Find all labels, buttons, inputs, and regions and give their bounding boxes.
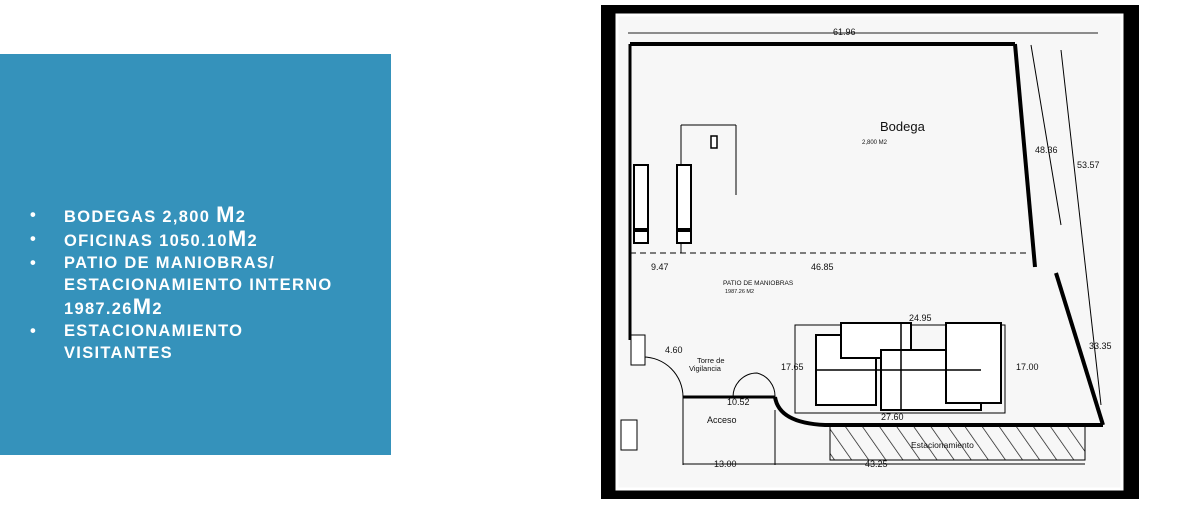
walls (628, 42, 1105, 465)
office-block (794, 322, 1006, 414)
dim-bottom-left: 13.00 (714, 459, 737, 469)
dim-access: 10.52 (727, 397, 750, 407)
bullet-visitantes: ESTACIONAMIENTO VISITANTES (30, 320, 344, 364)
bodega-label: Bodega (880, 119, 926, 134)
patio-label: PATIO DE MANIOBRAS (723, 280, 794, 287)
unit: M (216, 202, 236, 227)
bullet-text: PATIO DE MANIOBRAS/ ESTACIONAMIENTO INTE… (64, 254, 333, 318)
dim-bottom-right: 43.25 (865, 459, 888, 469)
torre-label-2: Vigilancia (689, 364, 722, 373)
patio-area: 1987.26 M2 (725, 289, 754, 295)
dim-patio-right: 46.85 (811, 262, 834, 272)
torre-label: Torre de (697, 356, 725, 365)
bullet-bodegas: BODEGAS 2,800 M2 (30, 204, 344, 228)
floor-plan-drawing: 61.96 Bodega 2,800 M2 48.36 53.57 9.47 4… (615, 13, 1124, 491)
dim-patio-left: 9.47 (651, 262, 669, 272)
info-panel: BODEGAS 2,800 M2 OFICINAS 1050.10M2 PATI… (0, 54, 391, 455)
dim-office-left: 17.65 (781, 362, 804, 372)
unit-exp: 2 (152, 300, 163, 318)
plan-sheet (615, 13, 1124, 491)
area-list: BODEGAS 2,800 M2 OFICINAS 1050.10M2 PATI… (30, 204, 344, 364)
acceso-label: Acceso (707, 415, 737, 425)
dim-gate: 4.60 (665, 345, 683, 355)
unit: M (227, 226, 248, 251)
bullet-text: ESTACIONAMIENTO VISITANTES (64, 322, 244, 362)
dim-right-outer: 53.57 (1077, 160, 1100, 170)
unit-exp: 2 (247, 232, 258, 250)
dim-office-top: 24.95 (909, 313, 932, 323)
bullet-oficinas: OFICINAS 1050.10M2 (30, 228, 344, 252)
dim-right-lower: 33.35 (1089, 341, 1112, 351)
guard-box (620, 419, 638, 451)
dim-top: 61.96 (833, 27, 856, 37)
parking-area (829, 425, 1086, 461)
truck-icons (633, 135, 718, 244)
dim-office-bottom: 27.60 (881, 412, 904, 422)
bodega-area: 2,800 M2 (862, 140, 888, 146)
bullet-patio: PATIO DE MANIOBRAS/ ESTACIONAMIENTO INTE… (30, 252, 344, 320)
floor-plan: 61.96 Bodega 2,800 M2 48.36 53.57 9.47 4… (601, 5, 1139, 499)
bullet-text: BODEGAS 2,800 (64, 208, 217, 226)
estacionamiento-label: Estacionamiento (911, 440, 974, 450)
unit-exp: 2 (235, 208, 247, 226)
dim-right-inner: 48.36 (1035, 145, 1058, 155)
unit: M (132, 294, 153, 319)
bullet-text: OFICINAS 1050.10 (64, 232, 228, 250)
dim-office-right: 17.00 (1016, 362, 1039, 372)
